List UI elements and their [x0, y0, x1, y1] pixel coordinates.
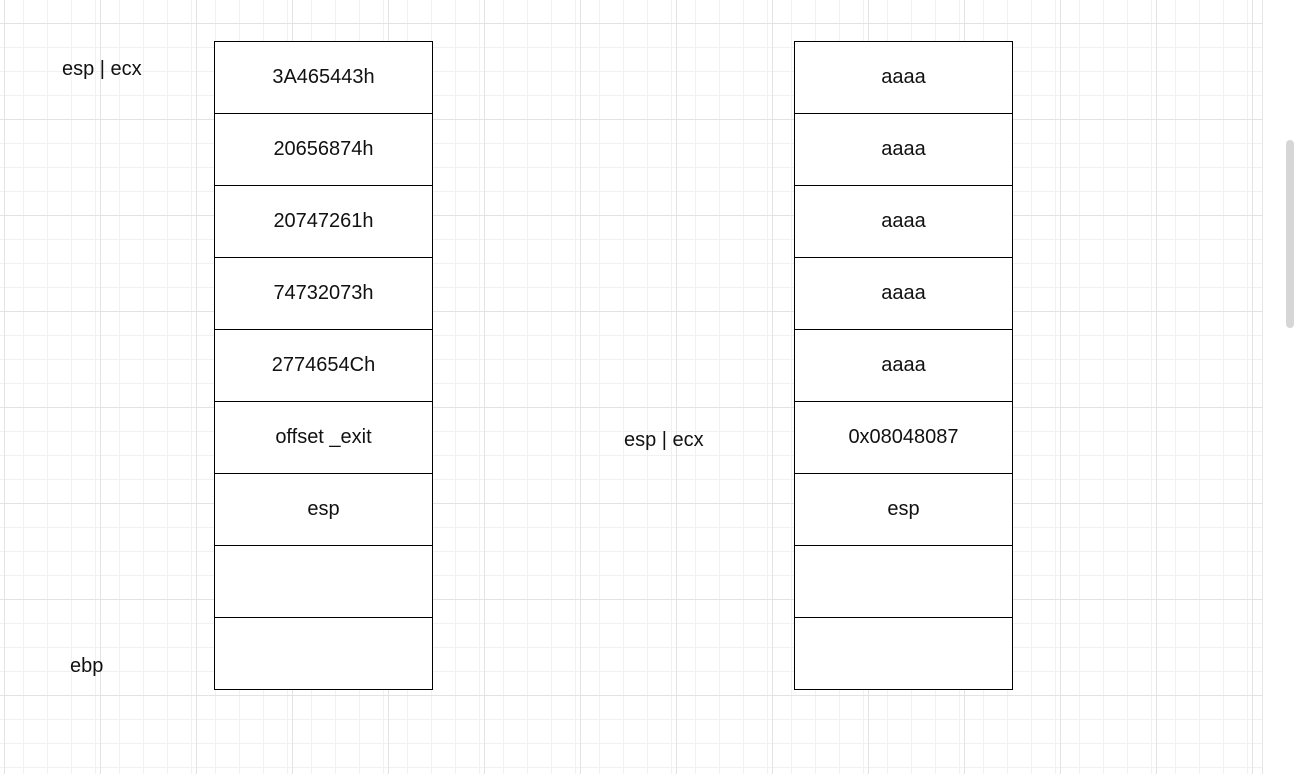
stack-cell[interactable]: aaaa: [795, 186, 1012, 258]
stack-cell[interactable]: 20656874h: [215, 114, 432, 186]
stack-cell[interactable]: [795, 546, 1012, 618]
left-stack-bottom-pointer-label: ebp: [70, 655, 104, 677]
stack-cell[interactable]: aaaa: [795, 258, 1012, 330]
vertical-scrollbar[interactable]: [1262, 0, 1294, 774]
stack-cell[interactable]: aaaa: [795, 42, 1012, 114]
stack-cell[interactable]: 74732073h: [215, 258, 432, 330]
stack-cell[interactable]: [215, 618, 432, 690]
scrollbar-thumb[interactable]: [1286, 140, 1294, 328]
diagram-canvas[interactable]: esp | ecx ebp esp | ecx 3A465443h 206568…: [0, 0, 1262, 774]
stack-cell[interactable]: offset _exit: [215, 402, 432, 474]
stack-cell[interactable]: 20747261h: [215, 186, 432, 258]
stack-cell[interactable]: [215, 546, 432, 618]
left-stack: 3A465443h 20656874h 20747261h 74732073h …: [214, 41, 433, 690]
stack-cell[interactable]: esp: [215, 474, 432, 546]
stack-cell[interactable]: esp: [795, 474, 1012, 546]
stack-cell[interactable]: 3A465443h: [215, 42, 432, 114]
stack-cell[interactable]: 0x08048087: [795, 402, 1012, 474]
stack-cell[interactable]: [795, 618, 1012, 690]
stack-cell[interactable]: 2774654Ch: [215, 330, 432, 402]
stack-cell[interactable]: aaaa: [795, 330, 1012, 402]
stack-cell[interactable]: aaaa: [795, 114, 1012, 186]
right-stack: aaaa aaaa aaaa aaaa aaaa 0x08048087 esp: [794, 41, 1013, 690]
left-stack-top-pointer-label: esp | ecx: [62, 58, 142, 80]
right-stack-pointer-label: esp | ecx: [624, 429, 704, 451]
